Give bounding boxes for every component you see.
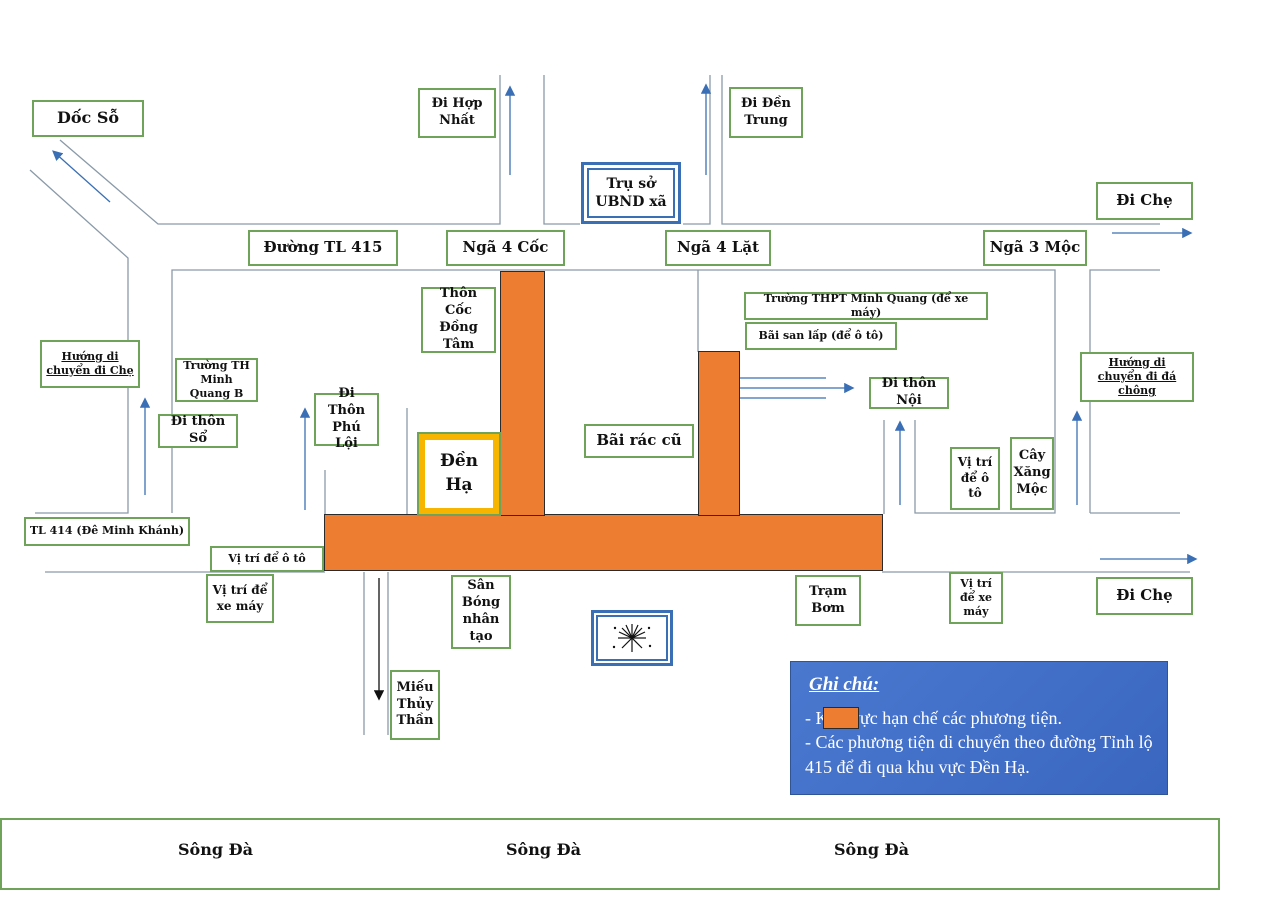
river-label-2: Sông Đà xyxy=(506,840,581,859)
label-bai-rac: Bãi rác cũ xyxy=(584,424,694,458)
label-di-den-trung: Đi Đền Trung xyxy=(729,87,803,138)
legend-box: Ghi chú: - Khu vực hạn chế các phương ti… xyxy=(790,661,1168,795)
label-tl414: TL 414 (Đê Minh Khánh) xyxy=(24,517,190,546)
label-di-thon-noi: Đi thôn Nội xyxy=(869,376,949,409)
label-thon-coc: Thôn Cốc Đồng Tâm xyxy=(421,286,496,353)
river-label-1: Sông Đà xyxy=(178,840,253,859)
label-vi-tri-oto-right: Vị trí để ô tô xyxy=(950,447,1000,510)
legend-title: Ghi chú: xyxy=(809,674,880,695)
label-san-bong: Sân Bóng nhân tạo xyxy=(451,575,511,649)
restricted-zone-lat xyxy=(698,351,740,516)
label-di-che-top: Đi Chẹ xyxy=(1096,182,1193,220)
label-vi-tri-xe-may-left: Vị trí để xe máy xyxy=(206,574,274,623)
label-di-hop-nhat: Đi Hợp Nhất xyxy=(418,88,496,138)
office-ubnd: Trụ sở UBND xã xyxy=(581,162,681,224)
label-bai-san-lap: Bãi san lấp (để ô tô) xyxy=(745,322,897,350)
restricted-zone-main xyxy=(324,514,883,571)
label-di-che-bottom: Đi Chẹ xyxy=(1096,577,1193,615)
firework-icon xyxy=(612,624,652,652)
restricted-zone-coc xyxy=(500,271,545,516)
label-vi-tri-oto-left: Vị trí để ô tô xyxy=(210,546,324,572)
legend-line-restricted: - Khu vực hạn chế các phương tiện. xyxy=(805,706,1153,730)
direction-arrows xyxy=(52,83,1198,565)
label-tru-so: Trụ sở UBND xã xyxy=(587,168,675,218)
river-label-3: Sông Đà xyxy=(834,840,909,859)
legend-line1-text: - Khu vực hạn chế các phương tiện. xyxy=(805,708,1062,728)
label-nga4-lat: Ngã 4 Lặt xyxy=(665,230,771,266)
label-truong-th: Trường TH Minh Quang B xyxy=(175,358,258,402)
label-di-thon-so: Đi thôn Sổ xyxy=(158,414,238,448)
label-truong-thpt: Trường THPT Minh Quang (để xe máy) xyxy=(744,292,988,320)
label-di-thon-phu-loi: Đi Thôn Phú Lội xyxy=(314,386,379,451)
label-tram-bom: Trạm Bơm xyxy=(795,575,861,626)
label-nga3-moc: Ngã 3 Mộc xyxy=(983,230,1087,266)
arrow-doc-so xyxy=(52,150,111,203)
legend-swatch-restricted xyxy=(823,707,859,729)
label-huong-di-che: Hướng di chuyển đi Chẹ xyxy=(40,340,140,388)
label-vi-tri-xe-may-right: Vị trí để xe máy xyxy=(949,572,1003,624)
river-song-da: Sông Đà Sông Đà Sông Đà xyxy=(0,818,1220,890)
road-lines xyxy=(29,75,1190,735)
label-duong-tl415: Đường TL 415 xyxy=(248,230,398,266)
label-huong-da-chong: Hướng di chuyển đi đá chông xyxy=(1080,352,1194,402)
label-cay-xang: Cây Xăng Mộc xyxy=(1010,437,1054,510)
label-nga4-coc: Ngã 4 Cốc xyxy=(446,230,565,266)
legend-line2-text: - Các phương tiện di chuyển theo đường T… xyxy=(805,732,1153,777)
label-mieu-thuy-than: Miếu Thủy Thần xyxy=(390,670,440,740)
firework-icon-box xyxy=(591,610,673,666)
temple-den-ha: Đền Hạ xyxy=(417,432,501,516)
label-doc-so: Dốc Sỗ xyxy=(32,100,144,137)
